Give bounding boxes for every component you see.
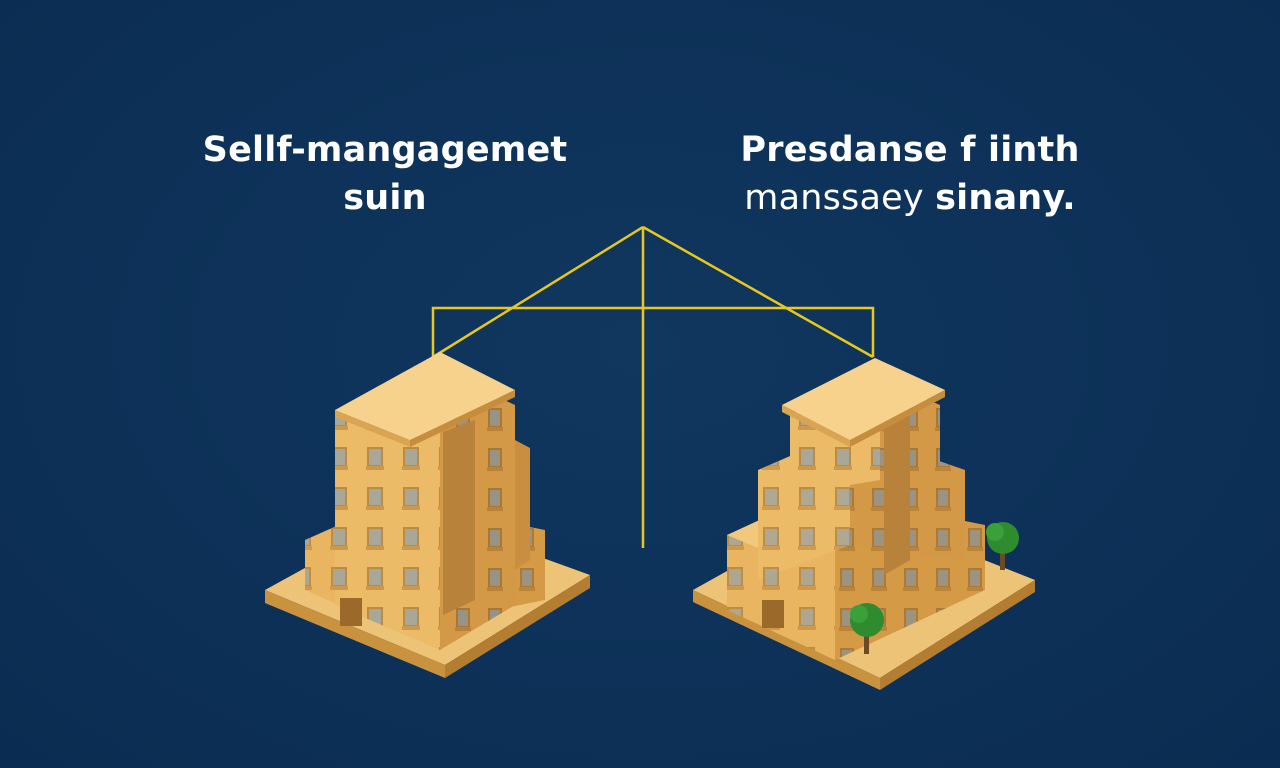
left-base-left xyxy=(265,590,445,678)
right-caption-line2: manssaey sinany. xyxy=(720,174,1100,222)
tree-icon xyxy=(850,603,884,654)
left-base-right xyxy=(445,575,590,678)
left-caption: Sellf-mangagemet suin xyxy=(200,126,570,222)
right-caption-line2-bold: sinany. xyxy=(935,178,1076,218)
right-caption-line1: Presdanse f iinth xyxy=(740,130,1080,170)
right-roof xyxy=(782,358,945,440)
left-roof xyxy=(335,352,515,440)
right-building-icon xyxy=(693,358,1035,690)
right-caption-line2-regular: manssaey xyxy=(744,178,924,218)
left-caption-line2: suin xyxy=(343,178,427,218)
tree-icon xyxy=(986,522,1019,570)
right-caption: Presdanse f iinth manssaey sinany. xyxy=(720,126,1100,222)
connector-horizontal-bar xyxy=(431,306,875,357)
connector-diagonal-right xyxy=(642,225,874,359)
left-caption-line1: Sellf-mangagemet xyxy=(202,130,568,170)
connector-diagonal-left xyxy=(432,225,644,359)
connector-lines xyxy=(431,225,875,548)
right-base-right xyxy=(880,580,1035,690)
left-building-icon xyxy=(265,352,590,678)
